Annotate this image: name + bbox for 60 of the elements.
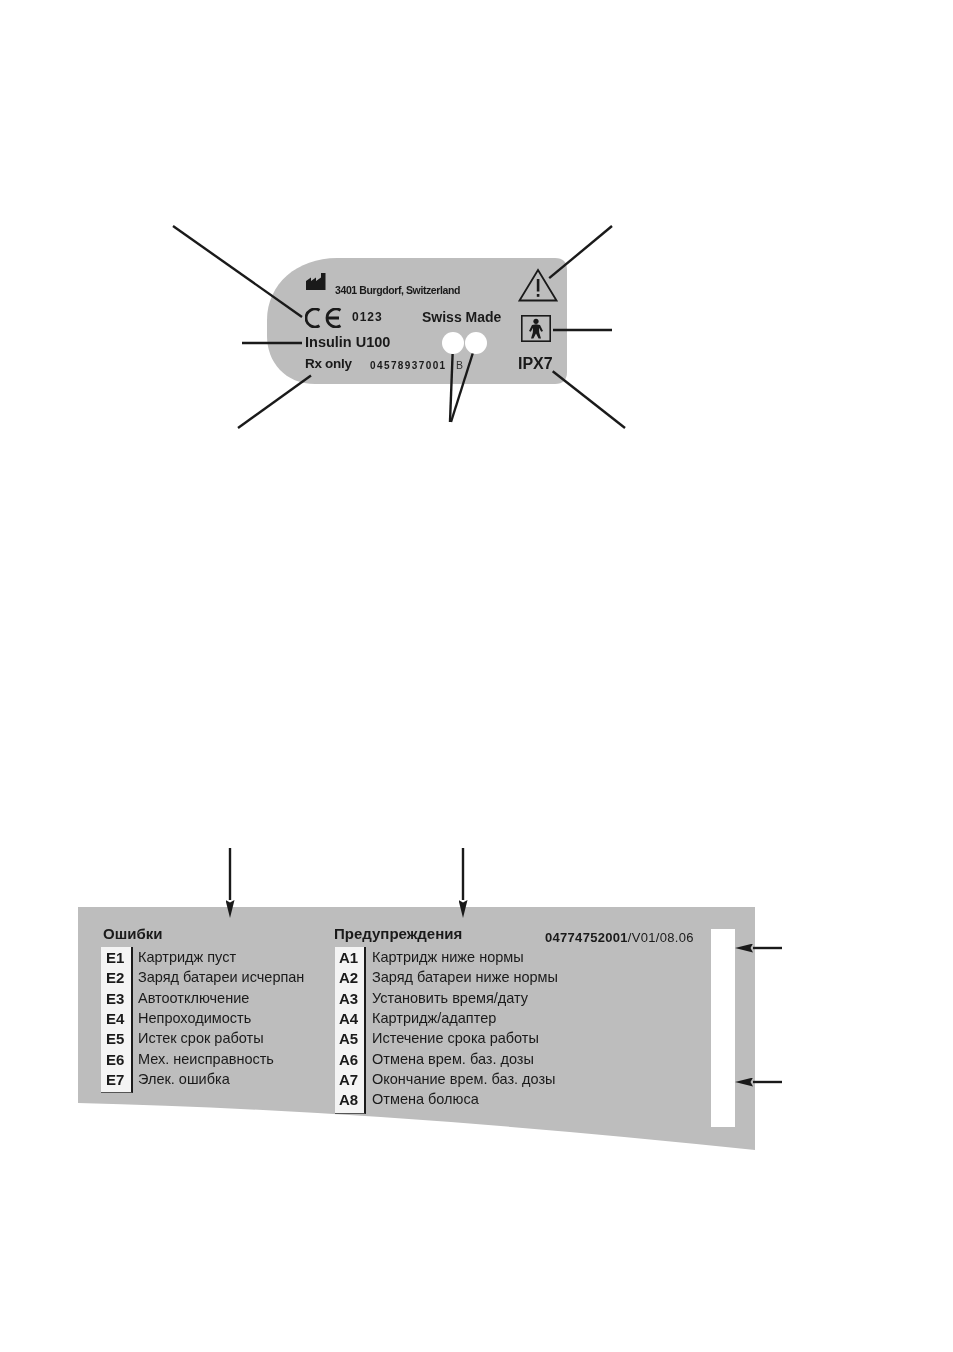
error-code: E1 xyxy=(106,950,125,965)
dot-marker xyxy=(442,332,464,354)
warning-icon xyxy=(518,268,558,302)
warning-code: A8 xyxy=(339,1092,359,1107)
warning-description: Отмена врем. баз. дозы xyxy=(372,1052,534,1067)
rating-text: IPX7 xyxy=(518,356,553,372)
warning-code: A7 xyxy=(339,1072,359,1087)
warning-description: Картридж ниже нормы xyxy=(372,950,524,965)
certification-number: 0123 xyxy=(352,311,383,323)
warning-description: Картридж/адаптер xyxy=(372,1011,497,1026)
arrow xyxy=(458,848,468,918)
origin-text: Swiss Made xyxy=(422,310,502,324)
error-code: E4 xyxy=(106,1011,125,1026)
error-code: E5 xyxy=(106,1031,125,1046)
error-description: Мех. неисправность xyxy=(138,1052,274,1067)
error-description: Картридж пуст xyxy=(138,950,237,965)
concentration-text: Insulin U100 xyxy=(305,335,391,350)
person-icon xyxy=(521,315,551,342)
error-code: E2 xyxy=(106,970,125,985)
error-description: Истек срок работы xyxy=(138,1031,264,1046)
warning-description: Истечение срока работы xyxy=(372,1031,539,1046)
leader-line xyxy=(448,353,454,423)
warning-description: Отмена болюса xyxy=(372,1092,479,1107)
label-strip xyxy=(78,907,755,1150)
error-description: Элек. ошибка xyxy=(138,1072,230,1087)
warning-description: Окончание врем. баз. дозы xyxy=(372,1072,556,1087)
error-code: E7 xyxy=(106,1072,125,1087)
address-text: 3401 Burgdorf, Switzerland xyxy=(335,285,460,296)
error-description: Автоотключение xyxy=(138,991,250,1006)
error-code: E3 xyxy=(106,991,125,1006)
leader-line xyxy=(548,225,613,280)
warning-code: A1 xyxy=(339,950,359,965)
label-plate xyxy=(267,258,567,384)
warning-description: Заряд батареи ниже нормы xyxy=(372,970,558,985)
arrow xyxy=(225,848,235,918)
leader-line xyxy=(242,341,302,345)
warning-code: A3 xyxy=(339,991,359,1006)
warning-code: A4 xyxy=(339,1011,359,1026)
warning-description: Установить время/дату xyxy=(372,991,529,1006)
error-description: Непроходимость xyxy=(138,1011,252,1026)
leader-line xyxy=(551,370,626,429)
dot-marker xyxy=(465,332,487,354)
error-code: E6 xyxy=(106,1052,125,1067)
arrow xyxy=(735,1077,782,1087)
serial-number: 04578937001 xyxy=(370,361,447,371)
ce-mark-icon xyxy=(305,308,344,328)
section-heading: Предупреждения xyxy=(334,926,463,941)
error-description: Заряд батареи исчерпан xyxy=(138,970,305,985)
leader-line xyxy=(449,353,474,423)
warning-code: A2 xyxy=(339,970,359,985)
section-heading: Ошибки xyxy=(103,926,163,941)
warning-code: A5 xyxy=(339,1031,359,1046)
serial-suffix: B xyxy=(456,360,463,371)
warning-code: A6 xyxy=(339,1052,359,1067)
blank-panel xyxy=(711,929,735,1127)
arrow xyxy=(735,943,782,953)
reference-number: 04774752001/V01/08.06 xyxy=(545,931,694,944)
leader-line xyxy=(553,328,612,332)
leader-line xyxy=(172,225,303,318)
prescription-text: Rx only xyxy=(305,357,352,371)
